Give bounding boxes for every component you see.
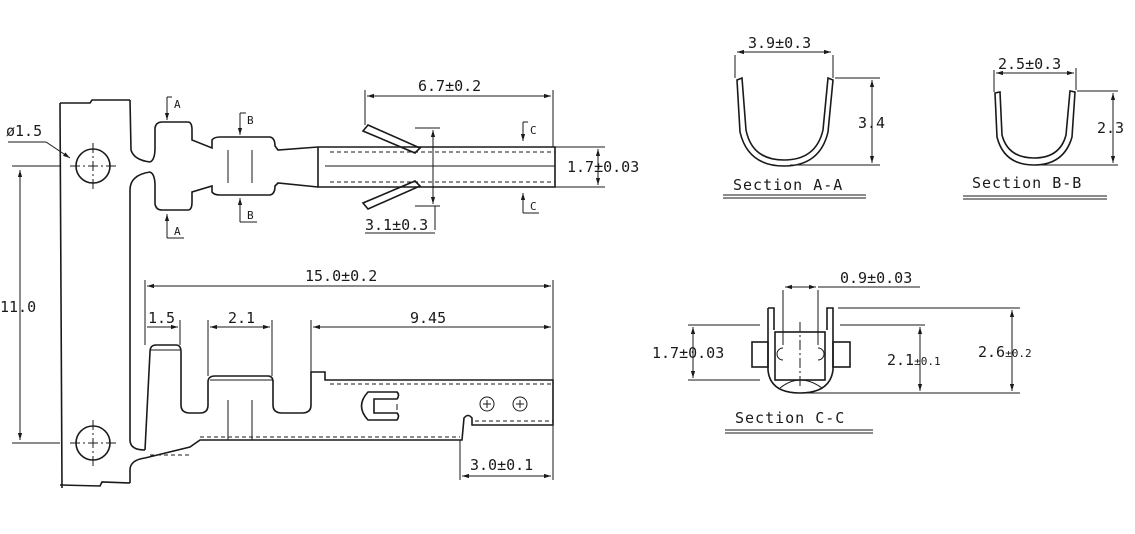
- insulation-crimp-label: 1.5: [148, 309, 175, 327]
- section-a-a: 3.9±0.3 3.4 Section A-A: [723, 34, 885, 199]
- tip-length-label: 3.0±0.1: [470, 456, 533, 474]
- wire-crimp-label: 2.1: [228, 309, 255, 327]
- hole-diameter-label: ø1.5: [6, 122, 42, 140]
- section-c-outer-height-label: 2.6±0.2: [978, 343, 1032, 361]
- svg-text:A: A: [174, 225, 181, 238]
- section-b-height-label: 2.3: [1097, 119, 1124, 137]
- svg-text:C: C: [530, 200, 537, 213]
- svg-text:A: A: [174, 98, 181, 111]
- hole-leader: [8, 141, 71, 159]
- carrier-strip: [59, 99, 151, 489]
- pilot-hole-bottom: [70, 420, 116, 466]
- contact-length-label: 6.7±0.2: [418, 77, 481, 95]
- section-b-width-label: 2.5±0.3: [998, 55, 1061, 73]
- terminal-side-view: [144, 344, 554, 459]
- section-mark-b: B B: [237, 112, 257, 223]
- svg-text:B: B: [247, 114, 254, 127]
- section-mark-a: A A: [164, 96, 184, 239]
- overall-length-label: 15.0±0.2: [305, 267, 377, 285]
- section-mark-c: C C: [520, 121, 539, 214]
- section-a-width-label: 3.9±0.3: [748, 34, 811, 52]
- section-c-slot-label: 0.9±0.03: [840, 269, 912, 287]
- section-b-title: Section B-B: [972, 174, 1082, 192]
- lance-span-label: 3.1±0.3: [365, 216, 428, 234]
- terminal-top-view: [149, 121, 556, 211]
- svg-text:B: B: [247, 209, 254, 222]
- contact-width-label: 1.7±0.03: [567, 158, 639, 176]
- contact-part-label: 9.45: [410, 309, 446, 327]
- pitch-label: 11.0: [0, 298, 36, 316]
- pilot-hole-top: [70, 143, 116, 189]
- svg-text:C: C: [530, 124, 537, 137]
- section-c-c: 0.9±0.03 1.7±0.03 2.1±0.1 2.6±0.2 Sectio…: [652, 269, 1032, 434]
- section-c-title: Section C-C: [735, 409, 845, 427]
- section-c-inner-height-label: 2.1±0.1: [887, 351, 941, 369]
- section-b-b: 2.5±0.3 2.3 Section B-B: [963, 55, 1124, 200]
- section-a-title: Section A-A: [733, 176, 843, 194]
- section-c-inner-label: 1.7±0.03: [652, 344, 724, 362]
- section-a-height-label: 3.4: [858, 114, 885, 132]
